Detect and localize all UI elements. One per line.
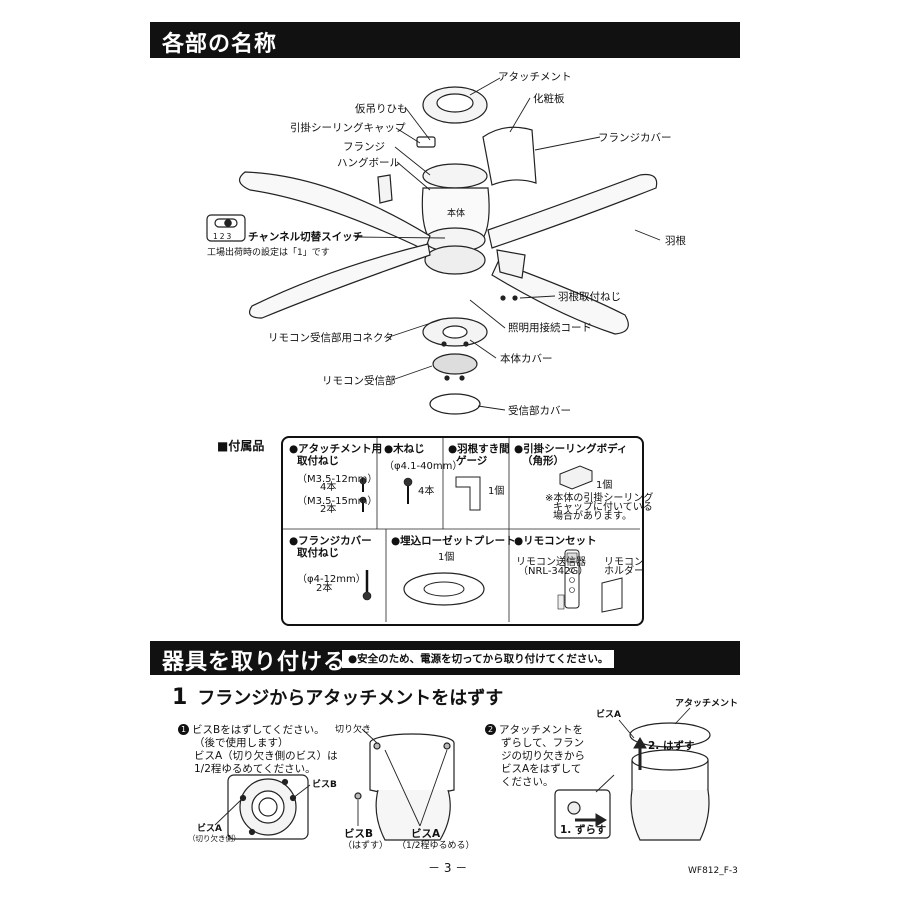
label-receiver-cover: 受信部カバー [508, 405, 571, 417]
label-slide: 1. ずらす [560, 824, 607, 836]
ceiling-body-icon [559, 465, 593, 490]
label-flange-cover: フランジカバー [598, 132, 672, 144]
label-factory-setting: 工場出荷時の設定は「1」です [207, 248, 330, 258]
label-cosmetic-plate: 化粧板 [533, 93, 565, 105]
blade-lower-left [249, 243, 431, 319]
label-blade-screw: 羽根取付ねじ [558, 291, 621, 303]
label-temp-cord: 仮吊りひも [355, 103, 408, 115]
attachment-side-view [629, 722, 711, 748]
label-notch: 切り欠き [335, 725, 372, 735]
switch-digits: 123 [213, 232, 234, 241]
label-flange: フランジ [343, 141, 385, 153]
label-body-cover: 本体カバー [500, 353, 553, 365]
accessory-flange-cover-screw: ●フランジカバー 取付ねじ [289, 535, 372, 559]
label-attachment: アタッチメント [498, 71, 572, 83]
accessory-remote-set: ●リモコンセット [514, 535, 597, 547]
accessory-gap-gauge: ●羽根すき間 ゲージ [448, 443, 510, 467]
flange-cover [482, 126, 537, 186]
label-bis-a: ビスA [197, 824, 222, 834]
label-light-cord: 照明用接続コード [508, 322, 592, 334]
label-receiver: リモコン受信部 [322, 375, 396, 387]
accessories-title: ■付属品 [217, 439, 265, 453]
label-hang-ball: ハングボール [337, 157, 400, 169]
accessory-attachment-screw: ●アタッチメント用 取付ねじ [289, 443, 383, 467]
label-bis-b-2: ビスB [344, 828, 374, 840]
receiver-cover [429, 393, 481, 415]
remote-holder-icon [601, 577, 623, 613]
label-bis-a-3: ビスA [596, 710, 621, 720]
document-code: WF812_F-3 [688, 866, 738, 876]
section-title: 器具を取り付ける [162, 650, 347, 675]
safety-note: ●安全のため、電源を切ってから取り付けてください。 [342, 650, 615, 668]
accessory-wood-screw: ●木ねじ [384, 443, 425, 455]
section-header-parts: 各部の名称 [150, 22, 740, 58]
label-body: 本体 [447, 209, 466, 219]
section-title: 各部の名称 [162, 32, 278, 57]
blade-right [487, 173, 658, 249]
blade-gap-gauge [455, 476, 481, 511]
label-channel-switch: チャンネル切替スイッチ [248, 231, 364, 243]
label-blade: 羽根 [665, 235, 686, 247]
label-attachment-2: アタッチメント [675, 699, 739, 709]
blade-lower-right [491, 261, 629, 335]
label-receiver-connector: リモコン受信部用コネクタ [268, 332, 394, 344]
label-bis-b-2-sub: （はずす） [343, 841, 389, 851]
remote-receiver [432, 353, 478, 375]
accessory-ceiling-body: ●引掛シーリングボディ （角形） [514, 443, 628, 467]
page-number: － 3 － [428, 861, 468, 875]
label-bis-a-sub: （切り欠き側） [188, 834, 241, 843]
label-bis-a-2-sub: （1/2程ゆるめる） [397, 841, 475, 851]
label-ceiling-cap: 引掛シーリングキャップ [290, 122, 406, 134]
label-bis-a-2: ビスA [411, 828, 441, 840]
accessory-rosette-plate: ●埋込ローゼットプレート [391, 535, 516, 547]
label-bis-b: ビスB [312, 780, 337, 790]
label-remove: 2. はずす [648, 740, 695, 752]
blade-left [239, 171, 431, 251]
